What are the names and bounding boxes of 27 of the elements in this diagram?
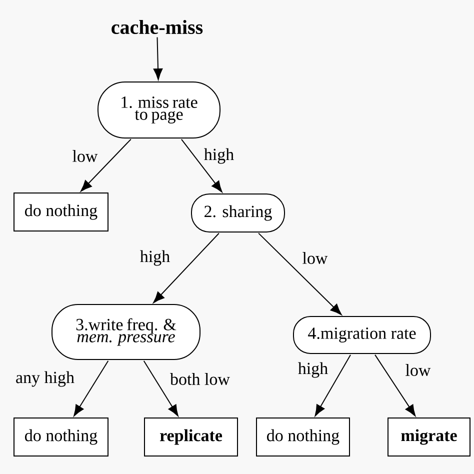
start-label: cache-miss bbox=[112, 20, 203, 34]
edge-label: high bbox=[140, 250, 170, 266]
arrow bbox=[258, 232, 342, 316]
decision-box: 4.migration rate bbox=[293, 316, 431, 354]
arrow bbox=[153, 36, 163, 80]
arrow bbox=[314, 354, 352, 416]
edge-label: low bbox=[72, 150, 98, 162]
edge-label: high bbox=[204, 148, 234, 164]
edge-label: low bbox=[302, 252, 328, 264]
decision-box: 2. sharing bbox=[191, 194, 285, 232]
edge-label: both low bbox=[170, 373, 230, 385]
arrow bbox=[80, 138, 132, 192]
action-box: replicate bbox=[144, 418, 238, 456]
action-box: do nothing bbox=[14, 418, 108, 456]
arrow bbox=[143, 360, 178, 416]
arrow bbox=[180, 138, 222, 192]
edge-label: low bbox=[406, 364, 431, 376]
action-box: do nothing bbox=[256, 418, 350, 456]
arrow bbox=[153, 232, 220, 304]
decision-box: 1. miss rate to page bbox=[98, 82, 220, 138]
arrow bbox=[74, 360, 109, 416]
edge-label: any high bbox=[16, 371, 74, 387]
action-box: migrate bbox=[388, 418, 470, 456]
edge-label: high bbox=[298, 362, 328, 378]
arrow bbox=[374, 354, 416, 416]
decision-box: 3.write freq. & mem. pressure bbox=[52, 304, 200, 360]
action-box: do nothing bbox=[14, 192, 108, 232]
